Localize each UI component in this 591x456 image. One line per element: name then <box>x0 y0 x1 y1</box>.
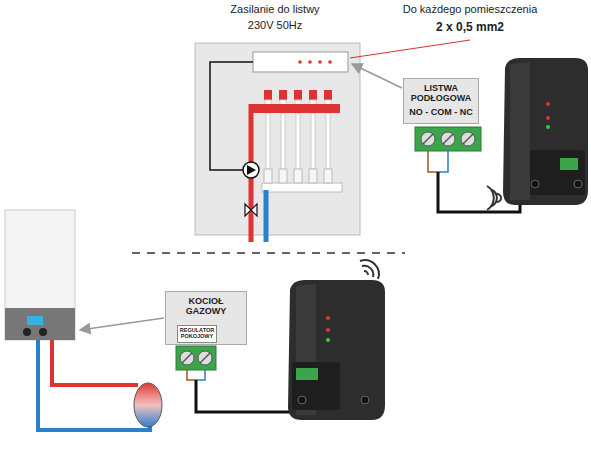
device-box: KOCIOŁ GAZOWY REGULATOR POKOJOWY <box>165 291 247 345</box>
box-text: REGULATOR POKOJOWY <box>179 327 215 340</box>
device-box: LISTWA PODŁOGOWA NO - COM - NC <box>403 78 479 124</box>
note-label: Zasilanie do listwy <box>230 3 319 15</box>
note-label: 2 x 0,5 mm2 <box>436 20 504 34</box>
box-text: NO - COM - NC <box>406 107 476 117</box>
note-label: 230V 50Hz <box>248 19 302 31</box>
note-label: Do każdego pomieszczenia <box>403 3 538 15</box>
box-text: KOCIOŁ GAZOWY <box>168 296 244 317</box>
box-text: LISTWA PODŁOGOWA <box>406 83 476 104</box>
terminal-label: REGULATOR POKOJOWY <box>177 325 217 343</box>
